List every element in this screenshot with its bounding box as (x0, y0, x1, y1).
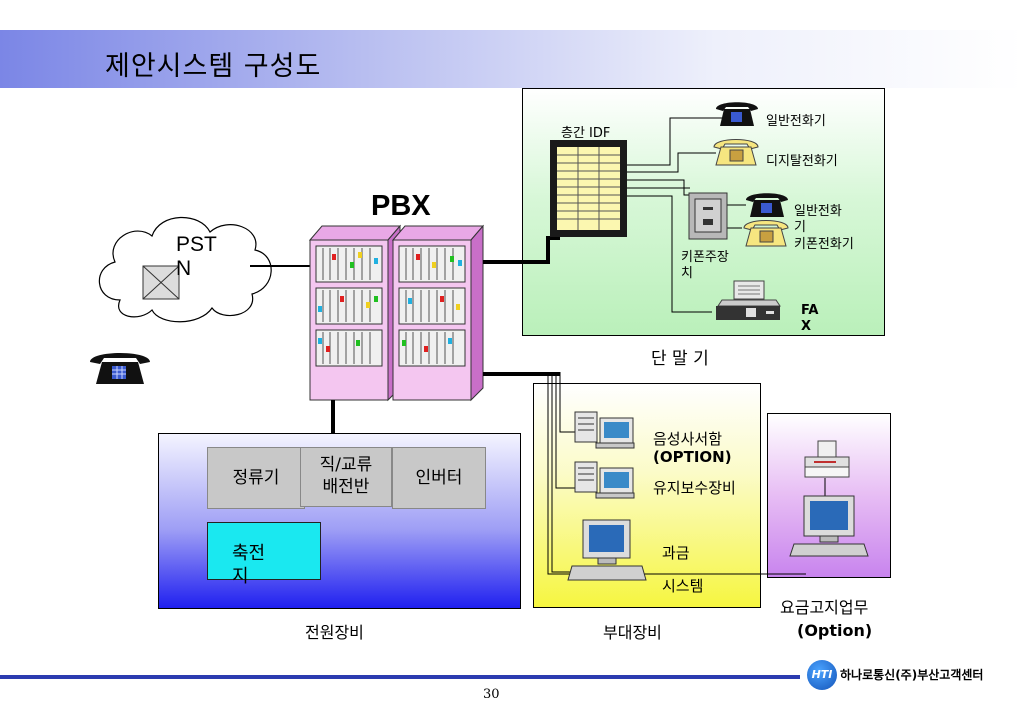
telephone-icon (90, 353, 150, 384)
title-band (0, 30, 1023, 88)
voicemail-option-label: (OPTION) (653, 448, 732, 466)
aux-caption: 부대장비 (603, 623, 662, 642)
voicemail-label: 음성사서함 (653, 430, 723, 448)
pstn-cloud (98, 216, 272, 323)
inverter-box: 인버터 (392, 447, 486, 509)
pbx-cabinet (308, 224, 485, 402)
company-logo-text: 하나로통신(주)부산고객센터 (840, 668, 984, 682)
terminal-lines (627, 117, 746, 313)
company-logo-mark: HTI (807, 660, 837, 690)
page-number: 30 (483, 687, 500, 702)
distribution-label-line2: 배전반 (322, 477, 370, 497)
phone-label-general: 일반전화기 (766, 114, 826, 129)
billing-notice-computer-icon (789, 495, 869, 557)
idf-panel-icon (550, 140, 627, 237)
pbx-terminal-line (483, 236, 560, 264)
terminal-caption: 단 말 기 (651, 349, 709, 369)
digital-telephone-icon (713, 139, 759, 166)
footer-line (0, 675, 800, 679)
rectifier-box: 정류기 (207, 447, 305, 509)
fax-label-line2: X (801, 319, 812, 334)
distribution-board-box: 직/교류 배전반 (300, 447, 392, 507)
switch-icon (142, 265, 180, 300)
pstn-label-line1: PST (176, 233, 217, 256)
pstn-label-line2: N (176, 257, 192, 280)
maintenance-computer-icon (574, 461, 635, 499)
battery-label-line2: 지 (232, 566, 249, 587)
keyphone-label: 키폰전화기 (794, 237, 854, 252)
idf-label: 층간 IDF (561, 126, 611, 141)
billing-computer-icon (567, 519, 647, 581)
phone-label-general-2-line2: 기 (794, 220, 806, 235)
billing-label-line2: 시스템 (662, 577, 704, 595)
keyphone-main-label-line2: 치 (681, 266, 693, 281)
keyphone-main-unit-icon (688, 192, 728, 240)
keyphone-icon (743, 220, 789, 247)
rectifier-label: 정류기 (232, 468, 280, 488)
billing-label-line1: 과금 (662, 544, 690, 562)
phone-label-digital: 디지탈전화기 (766, 154, 838, 169)
fax-label-line1: FA (801, 303, 819, 318)
battery-label-line1: 축전 (232, 543, 266, 564)
telephone-icon (716, 102, 758, 126)
pbx-label: PBX (371, 190, 431, 222)
keyphone-main-label-line1: 키폰주장 (681, 250, 729, 265)
phone-label-general-2-line1: 일반전화 (794, 204, 842, 219)
billing-notice-caption: 요금고지업무 (780, 598, 869, 617)
billing-notice-option: (Option) (797, 621, 873, 640)
distribution-label-line1: 직/교류 (319, 455, 373, 475)
battery-box (207, 522, 321, 580)
inverter-label: 인버터 (415, 468, 463, 488)
fax-icon (716, 280, 781, 320)
maintenance-label: 유지보수장비 (653, 479, 736, 497)
telephone-icon (746, 193, 788, 217)
power-caption: 전원장비 (305, 623, 364, 642)
voicemail-server-icon (574, 411, 635, 449)
page-title: 제안시스템 구성도 (105, 51, 322, 82)
printer-icon (804, 440, 850, 478)
